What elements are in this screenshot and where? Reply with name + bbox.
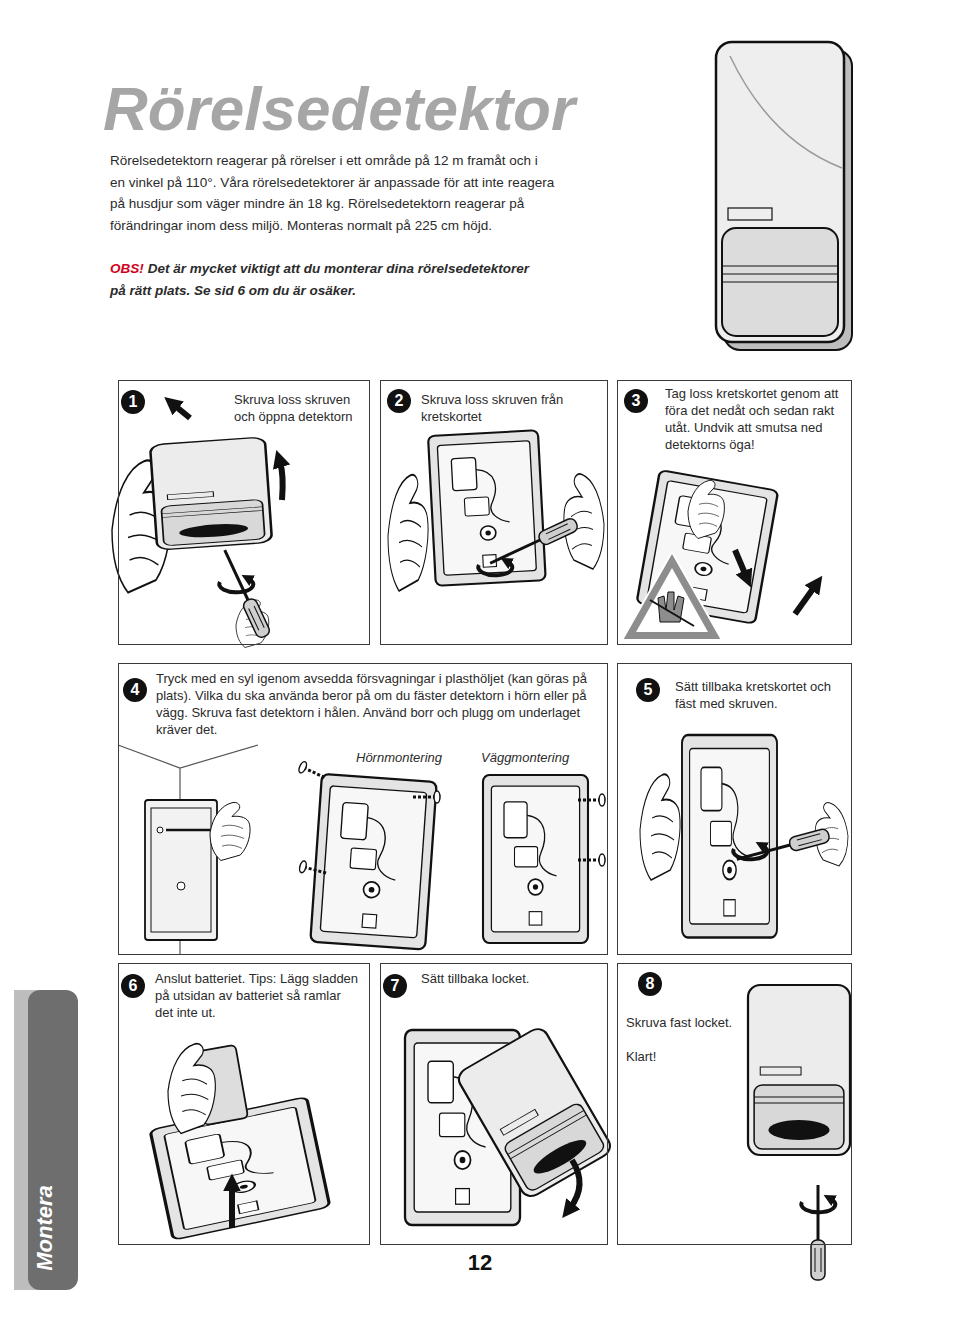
step-instruction: Tag loss kretskortet genom att föra det …	[665, 385, 847, 453]
warning-text: Det är mycket viktigt att du monterar di…	[110, 261, 529, 298]
step4-art-part	[577, 854, 605, 866]
step-instruction: Tryck med en syl igenom avsedda försvagn…	[156, 670, 604, 738]
step-panel: 2 Skruva loss skruven från kretskortet	[380, 380, 608, 645]
step-panel: 1 Skruva loss skruven och öppna detektorn	[118, 380, 370, 645]
step5-art	[640, 735, 848, 938]
warning-paragraph: OBS!Det är mycket viktigt att du montera…	[110, 258, 542, 301]
detector-illustration-part	[722, 265, 838, 266]
detector-illustration-part	[722, 228, 838, 336]
step7-art-part	[570, 1160, 580, 1208]
page-title: Rörelsedetektor	[103, 76, 575, 142]
step-instruction: Sätt tillbaka kretskortet och fäst med s…	[675, 678, 843, 712]
step-panel: 5 Sätt tillbaka kretskortet och fäst med …	[617, 663, 852, 955]
step-instruction: Skruva loss skruven och öppna detektorn	[234, 391, 366, 425]
step2-art-part	[388, 475, 428, 591]
step-number: 7	[383, 974, 407, 998]
mounting-caption: Väggmontering	[481, 749, 569, 766]
step5-art-part	[640, 774, 680, 880]
step2-art-part	[428, 430, 546, 586]
mounting-caption: Hörnmontering	[356, 749, 442, 766]
step4-art-part	[151, 808, 211, 932]
step6-art-part	[168, 1044, 215, 1134]
page-number: 12	[455, 1250, 505, 1276]
step6-art	[150, 1044, 330, 1240]
step-instruction: Skruva fast locket.	[626, 1014, 732, 1031]
step-number: 6	[121, 974, 145, 998]
step3-art-part	[795, 586, 815, 614]
step-instruction: Anslut batteriet. Tips: Lägg sladden på …	[155, 970, 359, 1021]
detector-illustration-part	[722, 281, 838, 282]
step4-art	[118, 745, 605, 955]
step-number: 2	[387, 389, 411, 413]
step1-art-part	[219, 579, 253, 592]
step8-art-part	[748, 985, 850, 1155]
step4-art-part	[577, 794, 605, 806]
step3-art-part	[622, 552, 722, 640]
step-panel: 3 Tag loss kretskortet genom att föra det…	[617, 380, 852, 645]
step4-art-part	[310, 774, 436, 950]
step1-art-part	[174, 405, 190, 418]
step3-art-part	[735, 550, 746, 576]
step8-art	[748, 985, 850, 1280]
step1-art-part	[218, 547, 271, 639]
section-tab-label: Montera	[31, 1178, 59, 1278]
sidebar-tab	[14, 990, 78, 1290]
step5-art-part	[682, 735, 777, 938]
step4-art-part	[412, 791, 440, 803]
step4-art-part	[297, 761, 327, 784]
step4-art-part	[145, 800, 217, 940]
step2-art-part	[478, 562, 512, 575]
step3-art-part	[650, 600, 694, 626]
step3-art-part	[637, 470, 779, 624]
step7-art	[405, 1025, 614, 1225]
step4-art-part	[118, 745, 258, 955]
step1-art	[112, 405, 283, 648]
step3-art-part	[688, 480, 724, 538]
detector-illustration-part	[716, 42, 844, 342]
step1-art-part	[150, 437, 272, 550]
step-panel: 4 Tryck med en syl igenom avsedda försvag…	[118, 663, 608, 955]
step-number: 5	[636, 678, 660, 702]
step2-art-part	[487, 517, 579, 570]
detector-illustration	[716, 42, 852, 350]
intro-text: Rörelsedetektorn reagerar på rörelser i …	[110, 153, 554, 233]
step-panel: 7 Sätt tillbaka locket.	[380, 963, 608, 1245]
step-instruction: Sätt tillbaka locket.	[421, 970, 591, 987]
warning-tag: OBS!	[110, 261, 144, 276]
step3-art	[622, 470, 815, 640]
step1-art-part	[280, 462, 283, 500]
step6-art-part	[229, 1186, 235, 1228]
step4-art-part	[177, 882, 185, 890]
step-number: 4	[123, 678, 147, 702]
step4-art-part	[210, 802, 250, 860]
step5-art-part	[733, 846, 767, 859]
step4-art-part	[157, 827, 163, 833]
step-panel: 6 Anslut batteriet. Tips: Lägg sladden på…	[118, 963, 370, 1245]
step-panel: 8Skruva fast locket. Klart!	[617, 963, 852, 1245]
step-instruction: Klart!	[626, 1048, 656, 1065]
step-number: 8	[638, 972, 662, 996]
intro-paragraph: Rörelsedetektorn reagerar på rörelser i …	[110, 150, 555, 236]
detector-illustration-part	[722, 273, 838, 274]
step4-art-part	[483, 775, 588, 943]
step7-art-part	[455, 1025, 614, 1200]
detector-illustration-part	[728, 208, 772, 220]
step-number: 3	[624, 389, 648, 413]
step2-art	[388, 430, 604, 591]
step4-art-part	[298, 860, 328, 879]
step8-art-part	[811, 1185, 825, 1280]
sidebar-tab-part	[28, 990, 78, 1290]
detector-illustration-part	[730, 56, 842, 168]
step-number: 1	[121, 390, 145, 414]
step-instruction: Skruva loss skruven från kretskortet	[421, 391, 593, 425]
step3-art-part	[636, 568, 708, 632]
step8-art-part	[801, 1199, 835, 1212]
